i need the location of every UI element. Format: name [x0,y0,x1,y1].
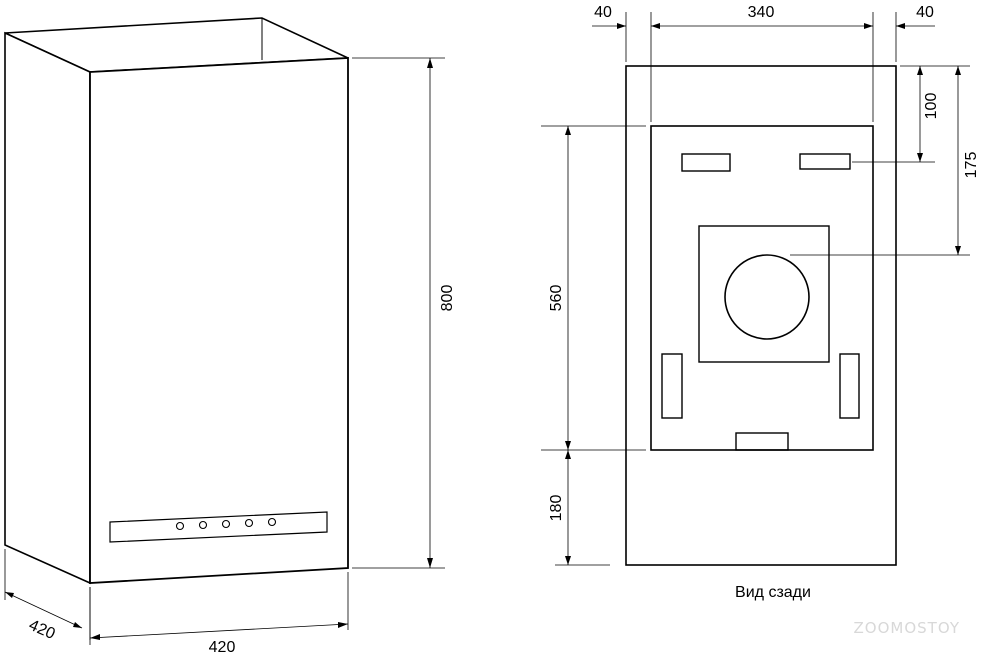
width-arrow-right [338,622,348,628]
arrow-175-bottom [955,246,961,255]
width-arrow-left [90,634,100,640]
rear-view [541,12,970,566]
height-arrow-top [427,58,433,68]
depth-label: 420 [26,617,57,643]
front-view [4,17,445,645]
rear-view-caption: Вид сзади [735,584,811,601]
arrow-180-bottom [565,556,571,565]
arrow-100-top [917,66,923,75]
arrow-inner-width-right [864,23,873,29]
mount-slot-side-left [661,353,683,419]
top-to-outlet-label: 175 [963,152,980,179]
height-label: 800 [439,285,456,312]
arrow-560-bottom [565,441,571,450]
right-margin-label: 40 [916,4,934,21]
hood-side-face [4,31,91,585]
depth-arrow-back [5,592,14,598]
control-button-1 [175,521,185,531]
control-button-5 [267,517,277,527]
inner-width-label: 340 [748,4,775,21]
mount-slot-bottom [735,432,789,451]
mount-slot-top-left [681,153,731,172]
watermark: ZOOMOSTOY [854,619,960,637]
arrow-right-margin [896,23,905,29]
rear-outer-plate [625,65,897,566]
arrow-560-top [565,126,571,135]
depth-arrow-front [73,622,82,628]
arrow-180-top [565,450,571,459]
width-label: 420 [209,639,236,656]
control-button-3 [221,519,231,529]
width-dim-line [89,623,349,639]
left-margin-label: 40 [594,4,612,21]
depth-dim-line [4,591,83,629]
mount-slot-side-right [839,353,860,419]
arrow-175-top [955,66,961,75]
outlet-duct [724,254,810,340]
panel-height-label: 560 [548,285,565,312]
control-button-4 [244,518,254,528]
control-panel [109,511,328,543]
arrow-inner-width-left [651,23,660,29]
height-arrow-bottom [427,558,433,568]
arrow-left-margin [617,23,626,29]
hood-front-face [89,57,349,584]
bottom-gap-label: 180 [548,495,565,522]
mount-slot-top-right [799,153,851,170]
top-to-slot-label: 100 [923,93,940,120]
arrow-100-bottom [917,153,923,162]
outlet-plate [698,225,830,363]
control-button-2 [198,520,208,530]
